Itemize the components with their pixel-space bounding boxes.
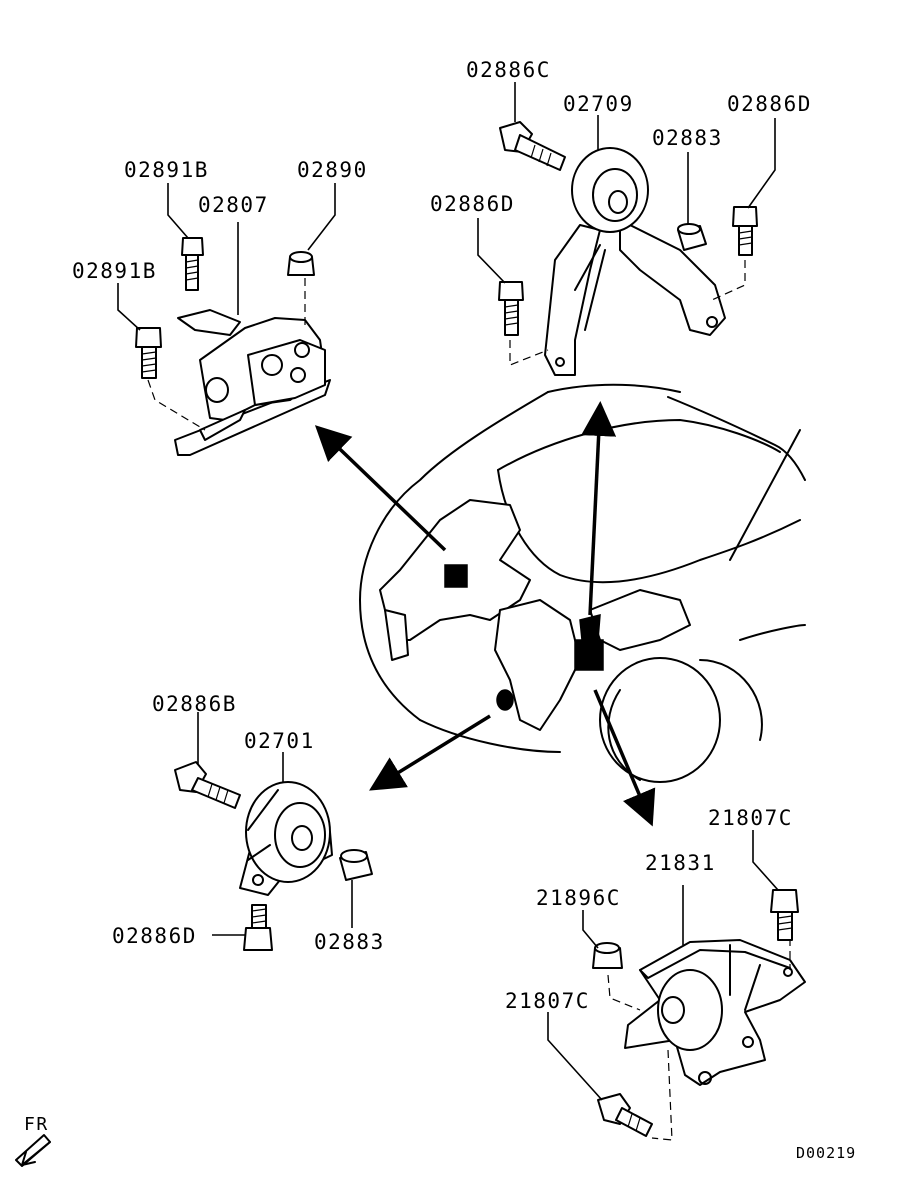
nut-21896C [592, 942, 623, 969]
bolt-21807C-lower [597, 1093, 653, 1137]
callout-02891B-lower: 02891B [72, 259, 157, 283]
transmission-mount-assembly [607, 885, 806, 1141]
bolt-02886D-bottom [243, 904, 273, 951]
diagram-reference-code: D00219 [796, 1144, 857, 1162]
pointer-arrows [314, 401, 656, 827]
nut-02883-bottom [339, 849, 373, 881]
callout-02886D-top-left: 02886D [430, 192, 515, 216]
callout-21807C-upper: 21807C [708, 806, 793, 830]
callout-02886B: 02886B [152, 692, 237, 716]
callout-02883-top: 02883 [652, 126, 723, 150]
callout-21831: 21831 [645, 851, 716, 875]
callout-02883-bottom: 02883 [314, 930, 385, 954]
nut-02883-top [677, 223, 707, 251]
engine-bay [379, 499, 691, 731]
front-mount-assembly [239, 781, 333, 896]
bolt-02891B-upper [181, 237, 204, 291]
callout-02891B-upper: 02891B [124, 158, 209, 182]
bolt-21807C-upper [770, 889, 799, 941]
callout-02890: 02890 [297, 158, 368, 182]
callout-leaders [117, 82, 779, 1101]
callout-02709: 02709 [563, 92, 634, 116]
bolt-02891B-lower [135, 327, 162, 379]
bolt-02886B [174, 761, 241, 809]
callout-02701: 02701 [244, 729, 315, 753]
callout-02886D-top-right: 02886D [727, 92, 812, 116]
bolt-02886D-top-left [498, 281, 524, 336]
front-indicator-label: FR [24, 1114, 49, 1135]
left-mount-assembly [147, 222, 331, 456]
callout-21896C: 21896C [536, 886, 621, 910]
callout-02886D-bottom: 02886D [112, 924, 197, 948]
callout-21807C-lower: 21807C [505, 989, 590, 1013]
callout-02807: 02807 [198, 193, 269, 217]
bolt-02886C [499, 121, 566, 171]
callout-02886C: 02886C [466, 58, 551, 82]
nut-02890 [287, 251, 315, 276]
rear-mount-assembly [509, 115, 746, 376]
bolt-02886D-top-right [732, 206, 758, 256]
front-direction-icon [15, 1134, 51, 1167]
